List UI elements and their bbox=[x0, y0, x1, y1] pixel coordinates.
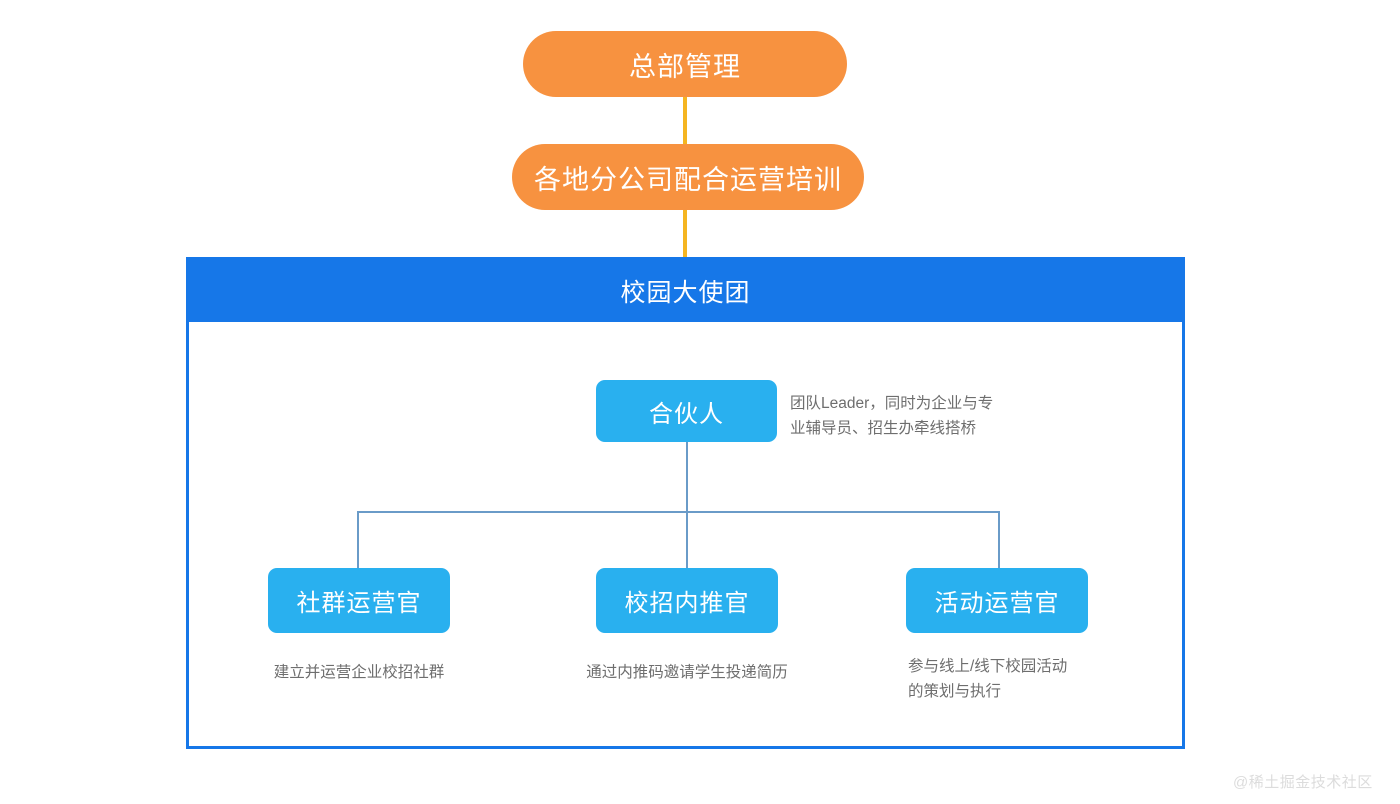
node-partner-description: 团队Leader，同时为企业与专 业辅导员、招生办牵线搭桥 bbox=[790, 395, 994, 438]
connector-drop-referral-officer bbox=[686, 511, 688, 569]
node-referral-officer-label: 校招内推官 bbox=[624, 590, 750, 617]
node-community-officer-label: 社群运营官 bbox=[296, 590, 422, 617]
node-event-officer[interactable]: 活动运营官 bbox=[906, 568, 1088, 633]
panel-header-label: 校园大使团 bbox=[620, 279, 751, 307]
node-community-officer-description: 建立并运营企业校招社群 bbox=[273, 664, 445, 681]
node-partner-label: 合伙人 bbox=[649, 400, 724, 428]
node-referral-officer[interactable]: 校招内推官 bbox=[596, 568, 778, 633]
node-headquarters-label: 总部管理 bbox=[629, 51, 741, 82]
panel-header-campus-ambassador: 校园大使团 bbox=[189, 260, 1182, 322]
connector-hq-to-branch bbox=[683, 96, 687, 144]
connector-partner-stem bbox=[686, 442, 688, 512]
node-branch-training[interactable]: 各地分公司配合运营培训 bbox=[512, 144, 864, 210]
node-partner[interactable]: 合伙人 bbox=[596, 380, 777, 442]
connector-drop-event-officer bbox=[998, 511, 1000, 569]
node-community-officer[interactable]: 社群运营官 bbox=[268, 568, 450, 633]
connector-horizontal-bus bbox=[357, 511, 1000, 513]
node-branch-training-label: 各地分公司配合运营培训 bbox=[534, 164, 842, 195]
connector-branch-to-panel bbox=[683, 209, 687, 257]
node-headquarters[interactable]: 总部管理 bbox=[523, 31, 847, 97]
node-event-officer-description: 参与线上/线下校园活动 的策划与执行 bbox=[908, 658, 1068, 701]
watermark: @稀土掘金技术社区 bbox=[1233, 774, 1373, 791]
connector-drop-community-officer bbox=[357, 511, 359, 569]
node-event-officer-label: 活动运营官 bbox=[934, 590, 1060, 617]
node-referral-officer-description: 通过内推码邀请学生投递简历 bbox=[586, 664, 788, 681]
campus-ambassador-panel bbox=[186, 257, 1185, 749]
